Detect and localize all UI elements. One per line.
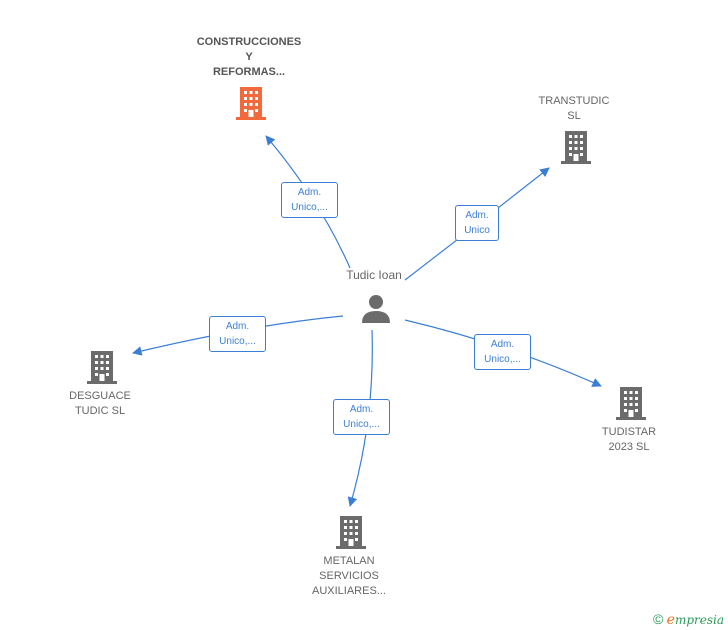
role-label-tudistar[interactable]: Adm. Unico,... <box>474 334 531 370</box>
role-label-transtudic[interactable]: Adm. Unico <box>455 205 499 241</box>
person-icon[interactable] <box>361 293 391 323</box>
building-icon[interactable] <box>336 515 366 549</box>
role-label-construcciones[interactable]: Adm. Unico,... <box>281 182 338 218</box>
role-label-desguace[interactable]: Adm. Unico,... <box>209 316 266 352</box>
copyright-symbol: © <box>652 611 664 627</box>
company-name-tudistar[interactable]: TUDISTAR 2023 SL <box>601 426 657 453</box>
person-name[interactable]: Tudic Ioan <box>346 268 402 282</box>
role-label-metalan[interactable]: Adm. Unico,... <box>333 399 390 435</box>
company-name-metalan[interactable]: METALAN SERVICIOS AUXILIARES... <box>312 555 386 597</box>
building-icon[interactable] <box>616 386 646 420</box>
company-name-construcciones[interactable]: CONSTRUCCIONES Y REFORMAS... <box>196 36 302 78</box>
company-name-transtudic[interactable]: TRANSTUDIC SL <box>538 95 610 122</box>
brand-first-letter: e <box>666 612 675 628</box>
building-icon[interactable] <box>236 86 266 120</box>
building-icon[interactable] <box>87 350 117 384</box>
company-name-desguace[interactable]: DESGUACE TUDIC SL <box>69 390 131 417</box>
brand-name-rest: mpresia <box>674 613 724 627</box>
building-icon[interactable] <box>561 130 591 164</box>
brand-logo: © empresia <box>653 611 724 628</box>
